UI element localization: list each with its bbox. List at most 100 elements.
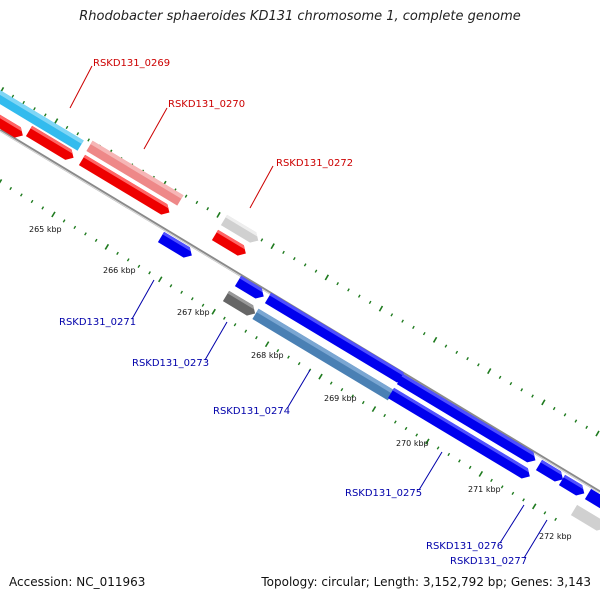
minor-tick — [148, 271, 151, 275]
minor-tick — [511, 491, 515, 496]
minor-tick — [436, 446, 440, 450]
minor-tick — [490, 478, 493, 483]
major-tick — [264, 341, 270, 348]
minor-tick — [73, 225, 77, 230]
minor-tick — [303, 263, 307, 267]
minor-tick — [455, 350, 459, 355]
gene-label-rskd131-0273[interactable]: RSKD131_0273 — [132, 358, 209, 369]
major-tick — [211, 308, 216, 315]
minor-tick — [585, 425, 589, 429]
minor-tick — [468, 465, 472, 470]
minor-tick — [41, 206, 45, 210]
gene-arrow-blue[interactable] — [157, 231, 195, 261]
minor-tick — [509, 381, 513, 386]
minor-tick — [340, 387, 344, 392]
outer-tick-row — [0, 87, 600, 437]
major-tick — [216, 211, 221, 218]
minor-tick — [169, 284, 173, 288]
minor-tick — [87, 138, 90, 142]
minor-tick — [458, 459, 461, 463]
minor-tick — [390, 313, 394, 317]
gene-label-rskd131-0274[interactable]: RSKD131_0274 — [213, 406, 290, 417]
major-tick — [432, 336, 438, 343]
gene-arrow-blue[interactable] — [535, 459, 566, 485]
major-tick — [595, 430, 600, 437]
minor-tick — [195, 200, 199, 205]
kbp-label: 271 kbp — [468, 485, 501, 494]
minor-tick — [94, 238, 98, 243]
major-tick — [478, 470, 484, 477]
major-tick — [158, 276, 163, 283]
gene-label-rskd131-0276[interactable]: RSKD131_0276 — [426, 541, 503, 552]
gene-arrow-red[interactable] — [0, 111, 26, 141]
minor-tick — [19, 193, 23, 197]
kbp-label: 272 kbp — [539, 532, 572, 541]
leader-line-0271 — [131, 279, 155, 320]
major-tick — [318, 373, 323, 380]
leader-line-0269 — [69, 65, 93, 109]
minor-tick — [412, 325, 415, 330]
minor-tick — [357, 294, 361, 298]
gene-label-rskd131-0275[interactable]: RSKD131_0275 — [345, 488, 422, 499]
gene-arrow-lightgray[interactable] — [220, 214, 261, 246]
gene-arrow-blue[interactable] — [264, 292, 408, 386]
leader-line-0273 — [204, 321, 228, 361]
gene-arrow-blue[interactable] — [584, 488, 600, 514]
gene-arrow-blue[interactable] — [558, 474, 587, 499]
gene-arrow-lightgray[interactable] — [570, 504, 600, 534]
minor-tick — [255, 336, 258, 340]
gene-label-rskd131-0270[interactable]: RSKD131_0270 — [168, 99, 245, 110]
minor-tick — [201, 303, 205, 307]
gene-arrow-blue[interactable] — [234, 275, 267, 302]
gene-arrow-red[interactable] — [25, 125, 77, 163]
minor-tick — [401, 319, 404, 323]
minor-tick — [223, 316, 226, 320]
minor-tick — [292, 257, 296, 261]
minor-tick — [180, 290, 184, 294]
minor-tick — [351, 394, 354, 398]
major-tick — [53, 118, 59, 125]
topology-text: Topology: circular; Length: 3,152,792 bp… — [261, 575, 591, 589]
gene-label-rskd131-0269[interactable]: RSKD131_0269 — [93, 58, 170, 69]
major-tick — [425, 438, 430, 445]
minor-tick — [393, 420, 397, 424]
minor-tick — [30, 199, 34, 204]
kbp-label: 265 kbp — [29, 225, 62, 234]
map-title: Rhodobacter sphaeroides KD131 chromosome… — [79, 9, 521, 24]
gene-label-rskd131-0277[interactable]: RSKD131_0277 — [450, 556, 527, 567]
minor-tick — [422, 331, 426, 336]
gene-arrow-darkgray[interactable] — [222, 290, 258, 319]
minor-tick — [314, 269, 318, 273]
minor-tick — [11, 94, 15, 98]
gene-arrow-blue[interactable] — [396, 373, 539, 466]
gene-label-rskd131-0272[interactable]: RSKD131_0272 — [276, 158, 353, 169]
minor-tick — [447, 452, 451, 457]
minor-tick — [287, 355, 290, 359]
gene-label-rskd131-0271[interactable]: RSKD131_0271 — [59, 317, 136, 328]
minor-tick — [500, 485, 504, 489]
gene-arrow-red[interactable] — [211, 229, 249, 259]
minor-tick — [206, 207, 210, 211]
minor-tick — [404, 426, 408, 431]
gene-arrow-blue[interactable] — [387, 387, 533, 482]
major-tick — [104, 243, 110, 250]
highlight-rskd131-0270[interactable] — [86, 140, 184, 206]
minor-tick — [137, 264, 141, 268]
kbp-label: 267 kbp — [177, 308, 210, 317]
minor-tick — [522, 498, 525, 502]
minor-tick — [33, 107, 36, 111]
minor-tick — [552, 406, 556, 411]
minor-tick — [368, 300, 372, 305]
highlight-rskd131-0269[interactable] — [0, 79, 84, 151]
minor-tick — [116, 251, 119, 256]
minor-tick — [244, 329, 248, 333]
minor-tick — [520, 388, 524, 392]
highlight-rskd131-0274[interactable] — [252, 308, 395, 401]
gene-arrow-red[interactable] — [78, 154, 173, 218]
minor-tick — [444, 344, 448, 348]
major-tick — [0, 179, 3, 184]
minor-tick — [282, 250, 285, 255]
major-tick — [270, 243, 275, 250]
major-tick — [51, 211, 56, 218]
